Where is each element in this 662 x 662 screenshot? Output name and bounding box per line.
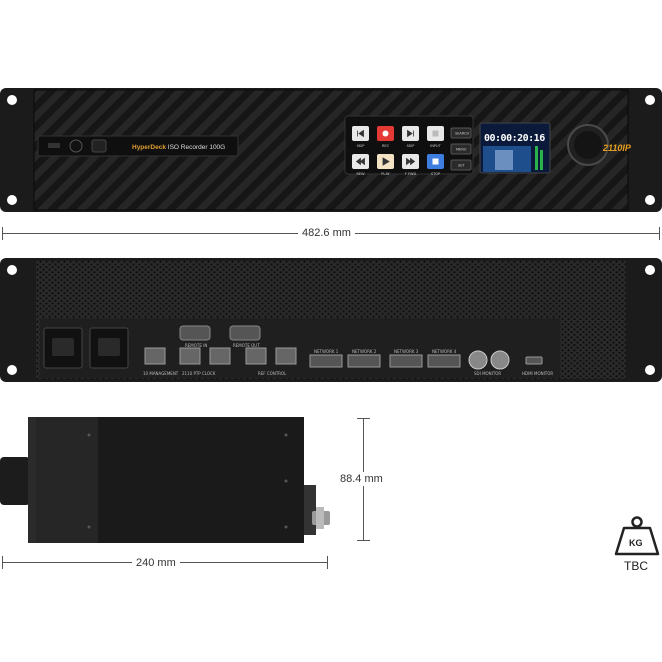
transport-button-label: INPUT [430,144,441,148]
usb-port[interactable] [48,143,60,148]
rack-hole [7,195,17,205]
ptp-clock-port-1[interactable] [179,347,201,365]
rack-hole [7,365,17,375]
network-port-1[interactable] [309,354,343,368]
rack-hole [7,265,17,275]
network-port-4[interactable] [427,354,461,368]
rack-hole [7,95,17,105]
play-icon [382,157,390,166]
side-handle [0,457,30,505]
rear-label: HDMI MONITOR [522,371,553,376]
rear-panel: 10 MANAGEMENT 2110 PTP CLOCK REF CONTROL… [0,258,662,382]
height-dimension-label: 88.4 mm [336,472,387,486]
model-label: HyperDeck ISO Recorder 100G [132,144,225,151]
sdi-monitor-bnc-2[interactable] [490,350,510,370]
rear-label: 10 MANAGEMENT [143,371,179,376]
width-dimension-label: 482.6 mm [298,226,355,240]
width-tick-right [659,227,660,240]
rack-hole [645,265,655,275]
rack-hole [645,365,655,375]
depth-dimension-label: 240 mm [132,556,180,570]
transport-button-label: REW [356,172,365,176]
rewind-icon [355,157,365,166]
search-button[interactable] [450,127,472,139]
ref-control-port-1[interactable] [245,347,267,365]
weight-kg-icon [614,516,660,556]
ethernet-management-port[interactable] [144,347,166,365]
rear-label: REF CONTROL [258,371,287,376]
rear-label: REMOTE IN [185,343,207,348]
transport-button-label: PLAY [381,172,390,176]
volume-button[interactable] [91,139,107,153]
headphone-jack[interactable] [69,139,83,153]
stop-icon [432,158,439,165]
rear-label: SDI MONITOR [474,371,501,376]
skip-back-icon [357,129,364,138]
rear-label: NETWORK 4 [432,349,457,354]
svg-text:MENU: MENU [456,148,467,152]
depth-tick-right [327,556,328,569]
rear-label: NETWORK 3 [394,349,419,354]
remote-out-port[interactable] [229,325,261,341]
skip-forward-icon [407,129,414,138]
input-icon [432,130,439,137]
height-tick-bottom [357,540,370,541]
rear-label: NETWORK 1 [314,349,339,354]
depth-tick-left [2,556,3,569]
fast-forward-icon [406,157,416,166]
rear-label: REMOTE OUT [233,343,260,348]
svg-text:SET: SET [458,164,465,168]
transport-button-label: F FWD [405,172,417,176]
remote-in-port[interactable] [179,325,211,341]
lcd-timecode: 00:00:20:16 [484,133,545,144]
ptp-clock-port-2[interactable] [209,347,231,365]
record-icon [382,130,389,137]
width-tick-left [2,227,3,240]
set-button[interactable] [450,159,472,171]
transport-button-label: STOP [431,172,440,176]
svg-text:SEARCH: SEARCH [455,132,470,136]
transport-button-label: SKIP [357,144,365,148]
brand-name: HyperDeck [132,144,166,151]
menu-button[interactable] [450,143,472,155]
sdi-monitor-bnc-1[interactable] [468,350,488,370]
rear-label: 2110 PTP CLOCK [182,371,216,376]
ref-control-port-2[interactable] [275,347,297,365]
height-tick-top [357,418,370,419]
side-view [0,417,330,543]
transport-button-label: SKIP [407,144,415,148]
model-badge: 2110IP [603,143,631,153]
hdmi-monitor-port[interactable] [525,356,543,365]
rack-hole [645,195,655,205]
transport-button-label: REC [382,144,390,148]
weight-value: TBC [624,559,648,573]
rear-label: NETWORK 2 [352,349,377,354]
model-name: ISO Recorder 100G [167,144,226,151]
rack-hole [645,95,655,105]
network-port-2[interactable] [347,354,381,368]
network-port-3[interactable] [389,354,423,368]
weight-unit: KG [629,538,643,548]
